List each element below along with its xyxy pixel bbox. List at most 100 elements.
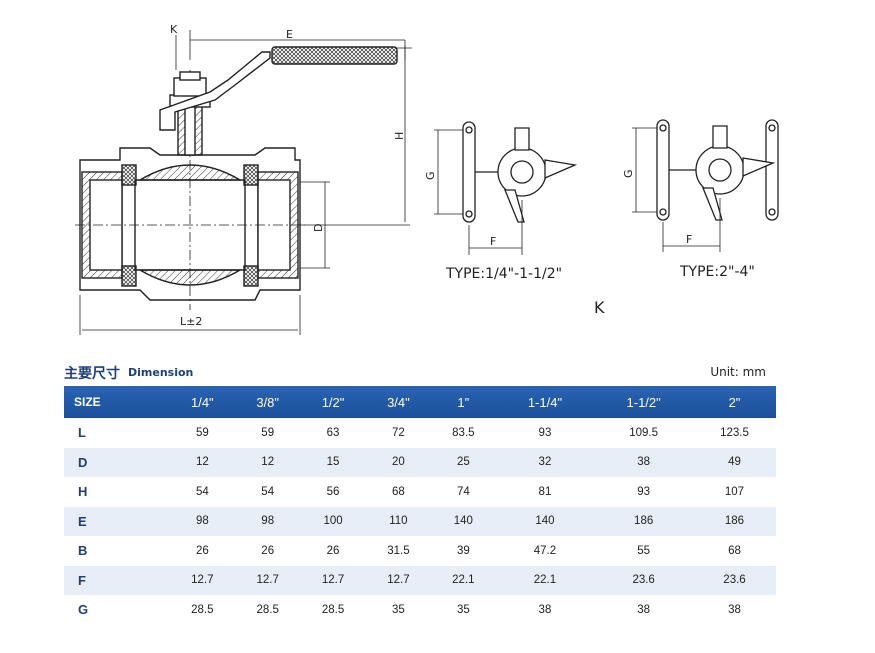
- header-cell: 3/8": [256, 394, 280, 410]
- table-cell: 38: [538, 603, 552, 616]
- table-cell: 68: [728, 544, 741, 557]
- handle-type-small-labels: G F TYPE:1/4"-1-1/2": [424, 171, 562, 282]
- valve-section-view: [75, 30, 412, 335]
- header-cell: 1/4": [190, 394, 214, 410]
- table-row: L 59 59 63 72 83.5 93 109.5 123.5: [64, 418, 776, 448]
- table-cell: 83.5: [452, 426, 475, 439]
- table-cell: 49: [728, 456, 741, 469]
- table-cell: 38: [637, 456, 651, 469]
- table-cell: 74: [456, 485, 470, 498]
- label-l: L±2: [180, 315, 202, 328]
- dimension-title-cn: 主要尺寸: [64, 366, 120, 382]
- table-cell: 109.5: [629, 426, 659, 439]
- label-k-center: K: [594, 298, 605, 317]
- table-cell: 93: [538, 426, 552, 439]
- table-cell: 140: [453, 515, 473, 528]
- table-cell: 81: [538, 485, 552, 498]
- table-cell: 31.5: [387, 544, 410, 557]
- table-cell: 12.7: [387, 574, 410, 587]
- dimension-title-en: Dimension: [128, 366, 194, 379]
- table-cell: 26: [326, 544, 340, 557]
- table-cell: 59: [195, 426, 209, 439]
- table-cell: 54: [195, 485, 209, 498]
- table-cell: 123.5: [720, 426, 749, 439]
- table-cell: 38: [637, 603, 651, 616]
- header-cell: 3/4": [387, 394, 410, 410]
- table-cell: 56: [326, 485, 340, 498]
- table-row: D 12 12 15 20 25 32 38 49: [64, 447, 776, 477]
- handle-type-large-labels: G F TYPE:2"-4" K: [594, 169, 755, 317]
- table-cell: 110: [389, 515, 408, 528]
- type-large-caption: TYPE:2"-4": [679, 264, 755, 280]
- row-label: D: [78, 454, 88, 470]
- table-cell: 186: [724, 515, 745, 528]
- table-cell: 55: [637, 544, 651, 557]
- table-cell: 63: [326, 426, 340, 439]
- handle-type-small: [434, 121, 578, 255]
- drawing-labels: K E H D L±2: [170, 23, 406, 328]
- table-cell: 12.7: [191, 574, 214, 587]
- row-label: B: [78, 543, 88, 559]
- label-g-large: G: [622, 169, 635, 178]
- table-cell: 22.1: [533, 574, 557, 587]
- header-cell: 1": [457, 394, 470, 410]
- table-cell: 12: [261, 456, 275, 469]
- header-cell: 1-1/2": [626, 394, 661, 410]
- type-small-caption: TYPE:1/4"-1-1/2": [445, 266, 562, 282]
- row-label: F: [78, 572, 86, 588]
- table-cell: 26: [261, 544, 275, 557]
- table-cell: 35: [456, 603, 470, 616]
- table-cell: 35: [392, 603, 405, 616]
- table-cell: 98: [195, 515, 209, 528]
- row-label: L: [78, 425, 86, 441]
- table-cell: 23.6: [723, 574, 746, 587]
- table-cell: 38: [728, 603, 741, 616]
- unit-label: Unit: mm: [710, 365, 766, 379]
- table-cell: 25: [456, 456, 470, 469]
- label-h: H: [393, 132, 406, 140]
- table-cell: 32: [538, 456, 552, 469]
- label-f-large: F: [686, 233, 692, 246]
- table-cell: 23.6: [632, 574, 655, 587]
- table-cell: 12.7: [256, 574, 279, 587]
- table-cell: 59: [261, 426, 275, 439]
- header-cell: 1/2": [321, 394, 345, 410]
- header-size: SIZE: [74, 395, 101, 409]
- table-row: G 28.5 28.5 28.5 35 35 38 38 38: [64, 595, 776, 625]
- label-g-small: G: [424, 171, 437, 180]
- label-d: D: [312, 224, 325, 232]
- table-cell: 47.2: [533, 544, 557, 557]
- table-cell: 15: [326, 456, 340, 469]
- valve-technical-drawing: K E H D L±2 G F TYPE:1/4"-1-1/2": [75, 23, 779, 335]
- table-cell: 107: [724, 485, 745, 498]
- label-k-top: K: [170, 23, 178, 36]
- table-cell: 20: [392, 456, 405, 469]
- row-label: G: [78, 602, 89, 618]
- table-cell: 12: [195, 456, 209, 469]
- table-cell: 28.5: [321, 603, 345, 616]
- table-cell: 28.5: [256, 603, 279, 616]
- handle-type-large: [632, 119, 779, 252]
- table-cell: 98: [261, 515, 275, 528]
- row-label: E: [78, 513, 87, 529]
- table-cell: 140: [535, 515, 555, 528]
- table-cell: 22.1: [452, 574, 475, 587]
- table-cell: 28.5: [191, 603, 214, 616]
- table-cell: 68: [392, 485, 405, 498]
- table-cell: 72: [392, 426, 405, 439]
- dimension-title-row: 主要尺寸 Dimension Unit: mm: [64, 360, 776, 386]
- label-e: E: [286, 28, 293, 41]
- table-cell: 186: [634, 515, 654, 528]
- label-f-small: F: [490, 235, 496, 248]
- header-cell: 1-1/4": [527, 394, 563, 410]
- table-cell: 54: [261, 485, 275, 498]
- table-cell: 26: [195, 544, 209, 557]
